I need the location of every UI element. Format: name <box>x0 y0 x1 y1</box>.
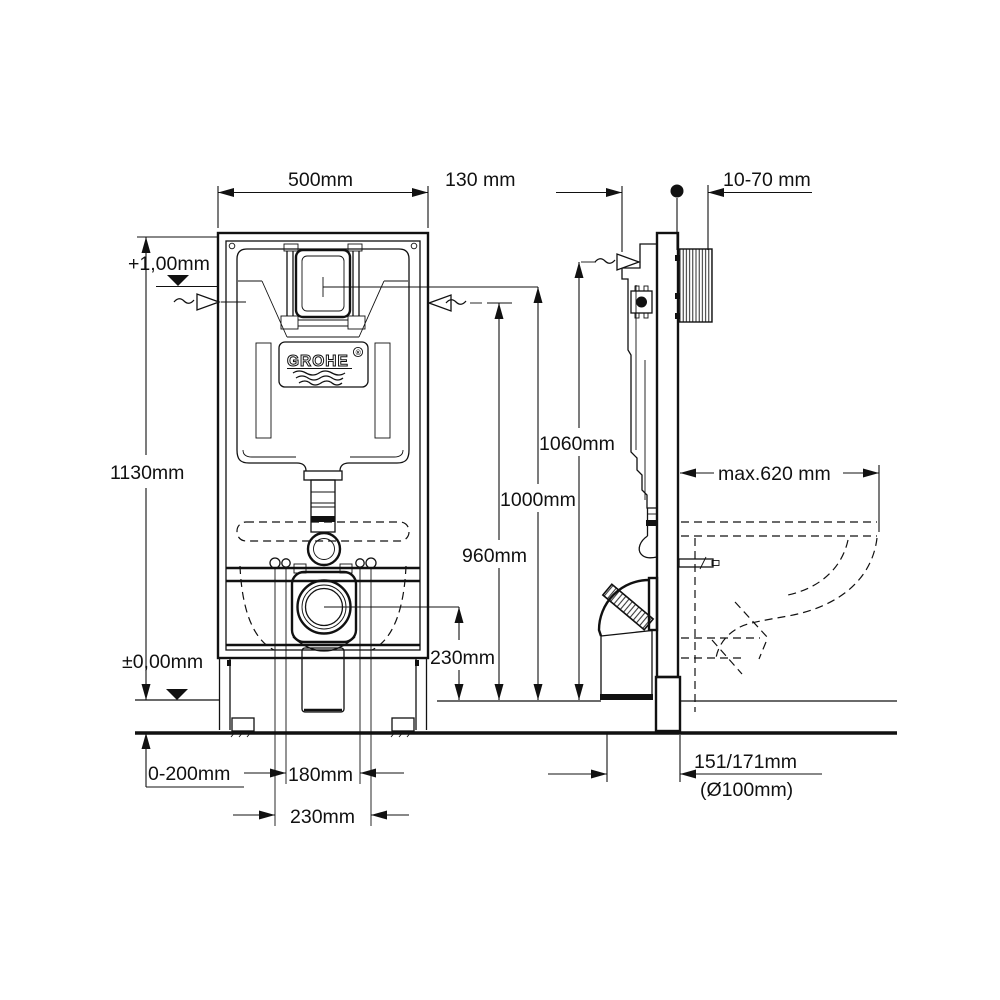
mounting-studs <box>269 557 377 826</box>
dim-label-500: 500mm <box>288 169 353 191</box>
dim-label-1000: 1000mm <box>500 489 576 511</box>
drain-pipe-front <box>301 647 345 713</box>
floor-lines <box>135 699 897 735</box>
dim-230-bottom: 230mm <box>233 806 409 828</box>
level-label-plus: +1,00mm <box>128 253 210 275</box>
wall-reference-dot <box>670 184 684 198</box>
dim-label-230-bottom: 230mm <box>290 806 355 828</box>
hidden-bowl-outline <box>239 565 275 651</box>
screw-hole-icon <box>228 242 236 250</box>
front-view: GROHE ® <box>216 231 430 826</box>
screw-hole-icon <box>410 242 418 250</box>
brand-logo: GROHE <box>287 353 349 370</box>
wall-anchor <box>630 285 653 319</box>
dim-label-960: 960mm <box>462 545 527 567</box>
registered-icon <box>352 346 364 358</box>
dim-960: 960mm <box>462 303 527 700</box>
registered-mark: ® <box>356 349 362 357</box>
dim-1130: 1130mm <box>110 236 219 700</box>
dim-130: 130 mm <box>445 169 623 252</box>
logo-waves <box>292 370 346 376</box>
dim-230-mid: 230mm <box>324 606 495 700</box>
access-window <box>280 243 366 330</box>
dim-180: 180mm <box>244 764 404 786</box>
wall-rail <box>655 231 680 679</box>
dim-label-10-70: 10-70 mm <box>723 169 811 191</box>
rail-foot <box>654 675 682 733</box>
frame-outer <box>216 231 430 660</box>
hidden-toilet-outline <box>681 521 878 712</box>
flush-pipe-front <box>303 470 343 567</box>
tank-rib <box>255 342 272 439</box>
dim-label-230-mid: 230mm <box>430 647 495 669</box>
foot-plate <box>231 717 255 732</box>
dim-max-620: max.620 mm <box>680 463 880 532</box>
tank-rib <box>374 342 391 439</box>
dim-label-max-620: max.620 mm <box>718 463 831 485</box>
dim-151-171: 151/171mm (Ø100mm) <box>548 733 822 801</box>
foot-plate <box>391 717 415 732</box>
dim-label-1060: 1060mm <box>539 433 615 455</box>
dim-1000: 1000mm <box>323 286 576 700</box>
level-plus-100: +1,00mm <box>128 253 219 288</box>
outlet-front <box>290 563 358 713</box>
wall-section-hatched <box>678 248 713 323</box>
dim-500: 500mm <box>217 169 429 228</box>
fixing-stud <box>678 556 720 570</box>
water-level-icon <box>173 293 246 311</box>
frame-base <box>218 643 428 738</box>
dim-label-1130: 1130mm <box>110 462 184 484</box>
cistern-side <box>621 243 657 509</box>
dim-label-151-171: 151/171mm <box>694 751 797 773</box>
dim-label-dia-100: (Ø100mm) <box>700 779 793 801</box>
inspection-opening <box>294 248 352 319</box>
water-level-icon <box>581 253 641 271</box>
frame-inner <box>225 240 421 651</box>
hidden-crossbar <box>236 521 410 542</box>
dim-label-130: 130 mm <box>445 169 515 191</box>
dim-label-0-200: 0-200mm <box>148 763 230 785</box>
flush-bend-front <box>306 531 342 567</box>
level-zero: ±0,00mm <box>122 651 203 700</box>
dim-label-180: 180mm <box>288 764 353 786</box>
level-label-zero: ±0,00mm <box>122 651 203 673</box>
dim-1060: 1060mm <box>539 262 615 700</box>
water-level-icon <box>427 294 512 312</box>
drain-pipe-side <box>600 694 653 700</box>
dim-0-200: 0-200mm <box>141 733 244 788</box>
grohe-badge: GROHE ® <box>278 341 369 388</box>
side-view <box>597 231 878 733</box>
dim-10-70: 10-70 mm <box>707 169 812 250</box>
drain-elbow-side <box>597 576 659 700</box>
flush-pipe-side <box>638 508 658 559</box>
